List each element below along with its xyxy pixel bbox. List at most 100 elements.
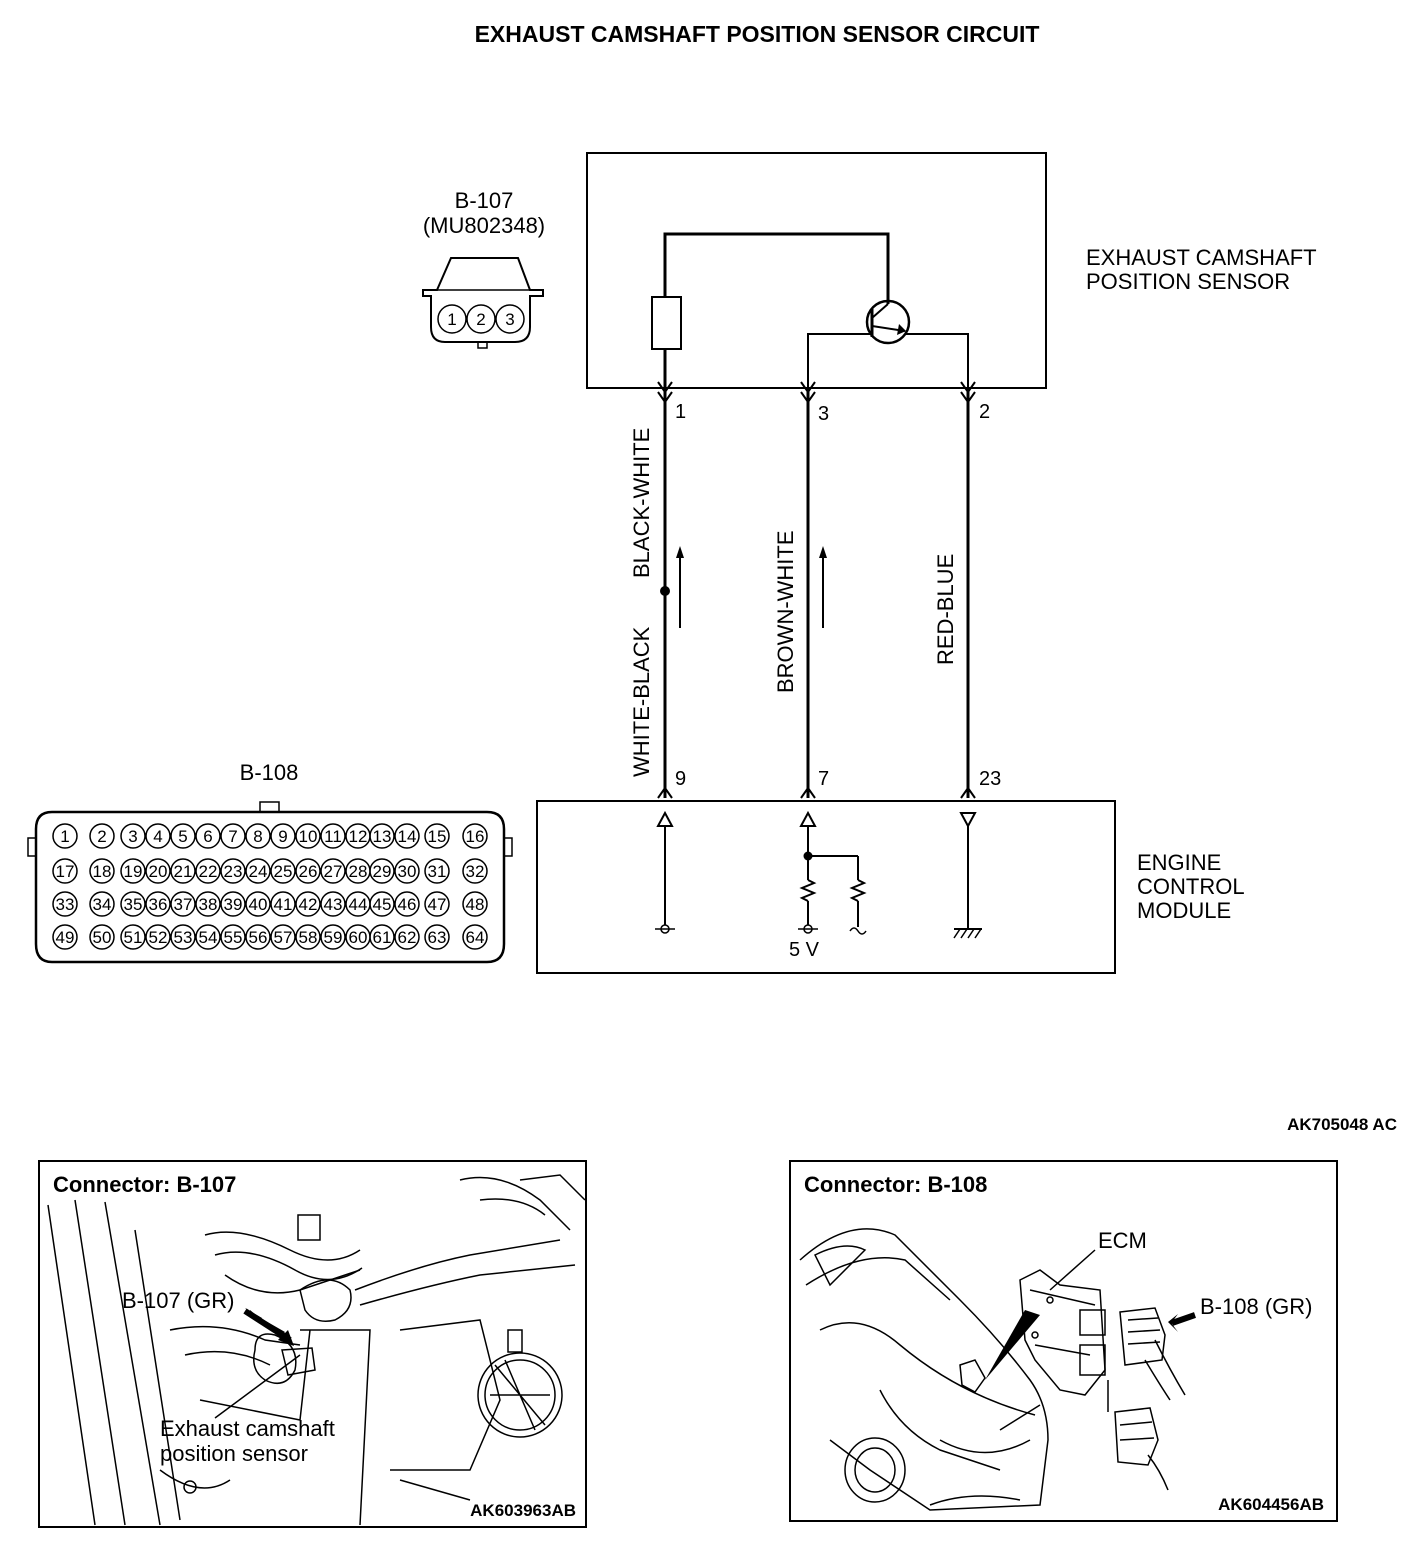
ecm-connector-pin-39: 39 — [220, 891, 246, 917]
ecm-connector-pin-6: 6 — [195, 823, 221, 849]
pin-number: 43 — [324, 895, 343, 914]
pin-number: 37 — [174, 895, 193, 914]
pin-number: 12 — [349, 827, 368, 846]
ecm-connector-pin-62: 62 — [394, 924, 420, 950]
ecm-connector-pin-34: 34 — [89, 891, 115, 917]
ecm-connector-pin-3: 3 — [120, 823, 146, 849]
pin-number: 59 — [324, 928, 343, 947]
panel-right-title: Connector: B-108 — [804, 1172, 987, 1197]
panel-left-label-line1: Exhaust camshaft — [160, 1416, 335, 1441]
ecm-connector-pin-4: 4 — [145, 823, 171, 849]
pin-number: 54 — [199, 928, 218, 947]
ecm-connector-pin-17: 17 — [52, 858, 78, 884]
pin-number: 33 — [56, 895, 75, 914]
sensor-label-line2: POSITION SENSOR — [1086, 269, 1290, 294]
pin-number: 30 — [398, 862, 417, 881]
ecm-connector-pin-47: 47 — [424, 891, 450, 917]
ecm-connector-pin-21: 21 — [170, 858, 196, 884]
ecm-connector-pin-49: 49 — [52, 924, 78, 950]
ecm-connector-pin-24: 24 — [245, 858, 271, 884]
wire-1 — [657, 381, 684, 799]
pin-number: 22 — [199, 862, 218, 881]
ecm-connector-pin-51: 51 — [120, 924, 146, 950]
ecm-connector-pin-59: 59 — [320, 924, 346, 950]
pin-number: 64 — [466, 928, 485, 947]
ecm-connector-pin-61: 61 — [369, 924, 395, 950]
panel-left-title: Connector: B-107 — [53, 1172, 236, 1197]
pin-number: 19 — [124, 862, 143, 881]
ecm-connector-pin-52: 52 — [145, 924, 171, 950]
ecm-connector-pin-9: 9 — [270, 823, 296, 849]
pin-number: 45 — [373, 895, 392, 914]
pin-number: 23 — [224, 862, 243, 881]
pin-number: 42 — [299, 895, 318, 914]
ecm-connector-pin-55: 55 — [220, 924, 246, 950]
pin-number: 3 — [128, 827, 137, 846]
sensor-box — [586, 152, 1047, 389]
ecm-connector-pin-7: 7 — [220, 823, 246, 849]
pin-number: 52 — [149, 928, 168, 947]
pin-number: 44 — [349, 895, 368, 914]
pin-number: 2 — [97, 827, 106, 846]
panel-right-code: AK604456AB — [1218, 1495, 1324, 1514]
ecm-connector-pin-29: 29 — [369, 858, 395, 884]
panel-right-ecm-label: ECM — [1098, 1228, 1147, 1253]
ecm-connector-pin-26: 26 — [295, 858, 321, 884]
ecm-connector-pin-40: 40 — [245, 891, 271, 917]
ecm-connector-pin-12: 12 — [345, 823, 371, 849]
ecm-supply-label: 5 V — [789, 939, 820, 961]
ecm-connector-pin-45: 45 — [369, 891, 395, 917]
pin-number: 27 — [324, 862, 343, 881]
panel-connector-b107 — [38, 1160, 587, 1528]
ecm-connector-pin-1: 1 — [52, 823, 78, 849]
ecm-connector-pin-18: 18 — [89, 858, 115, 884]
pin-number: 4 — [153, 827, 162, 846]
sensor-connector-pin-1: 1 — [437, 304, 467, 334]
pin-number: 39 — [224, 895, 243, 914]
ecm-connector-pin-48: 48 — [462, 891, 488, 917]
pin-number: 63 — [428, 928, 447, 947]
sensor-pin-1-label: 1 — [675, 401, 686, 423]
ecm-connector-pin-41: 41 — [270, 891, 296, 917]
wire-color-brown-white: BROWN-WHITE — [773, 530, 798, 693]
ecm-connector-pin-20: 20 — [145, 858, 171, 884]
ecm-connector-pin-54: 54 — [195, 924, 221, 950]
pin-number: 60 — [349, 928, 368, 947]
sensor-pin-3-label: 3 — [818, 403, 829, 425]
wire-3 — [960, 381, 976, 799]
ecm-connector-pin-31: 31 — [424, 858, 450, 884]
resistor-symbol — [651, 296, 682, 350]
pin-number: 5 — [178, 827, 187, 846]
diagram-title: EXHAUST CAMSHAFT POSITION SENSOR CIRCUIT — [475, 21, 1040, 47]
ecm-connector-pin-38: 38 — [195, 891, 221, 917]
pin-number: 9 — [278, 827, 287, 846]
wire-2 — [800, 381, 827, 799]
ecm-connector-pin-5: 5 — [170, 823, 196, 849]
pin-number: 24 — [249, 862, 268, 881]
panel-left-label-line2: position sensor — [160, 1441, 308, 1466]
ecm-connector-pin-63: 63 — [424, 924, 450, 950]
panel-left-code: AK603963AB — [470, 1501, 576, 1520]
pin-number: 13 — [373, 827, 392, 846]
ecm-connector-pin-8: 8 — [245, 823, 271, 849]
ecm-pin-7-label: 7 — [818, 768, 829, 790]
ecm-connector-pin-56: 56 — [245, 924, 271, 950]
pin-number: 25 — [274, 862, 293, 881]
pin-number: 26 — [299, 862, 318, 881]
wire-color-red-blue: RED-BLUE — [933, 554, 958, 665]
pin-number: 6 — [203, 827, 212, 846]
pin-number: 57 — [274, 928, 293, 947]
ecm-connector-pin-46: 46 — [394, 891, 420, 917]
ecm-connector-pin-13: 13 — [369, 823, 395, 849]
pin-number: 20 — [149, 862, 168, 881]
pin-number: 51 — [124, 928, 143, 947]
ecm-connector-pin-14: 14 — [394, 823, 420, 849]
sensor-pin-2-label: 2 — [979, 401, 990, 423]
pin-number: 16 — [466, 827, 485, 846]
ecm-pin-23-label: 23 — [979, 768, 1001, 790]
ecm-connector-pin-35: 35 — [120, 891, 146, 917]
ecm-connector-pin-25: 25 — [270, 858, 296, 884]
ecm-connector-pin-60: 60 — [345, 924, 371, 950]
